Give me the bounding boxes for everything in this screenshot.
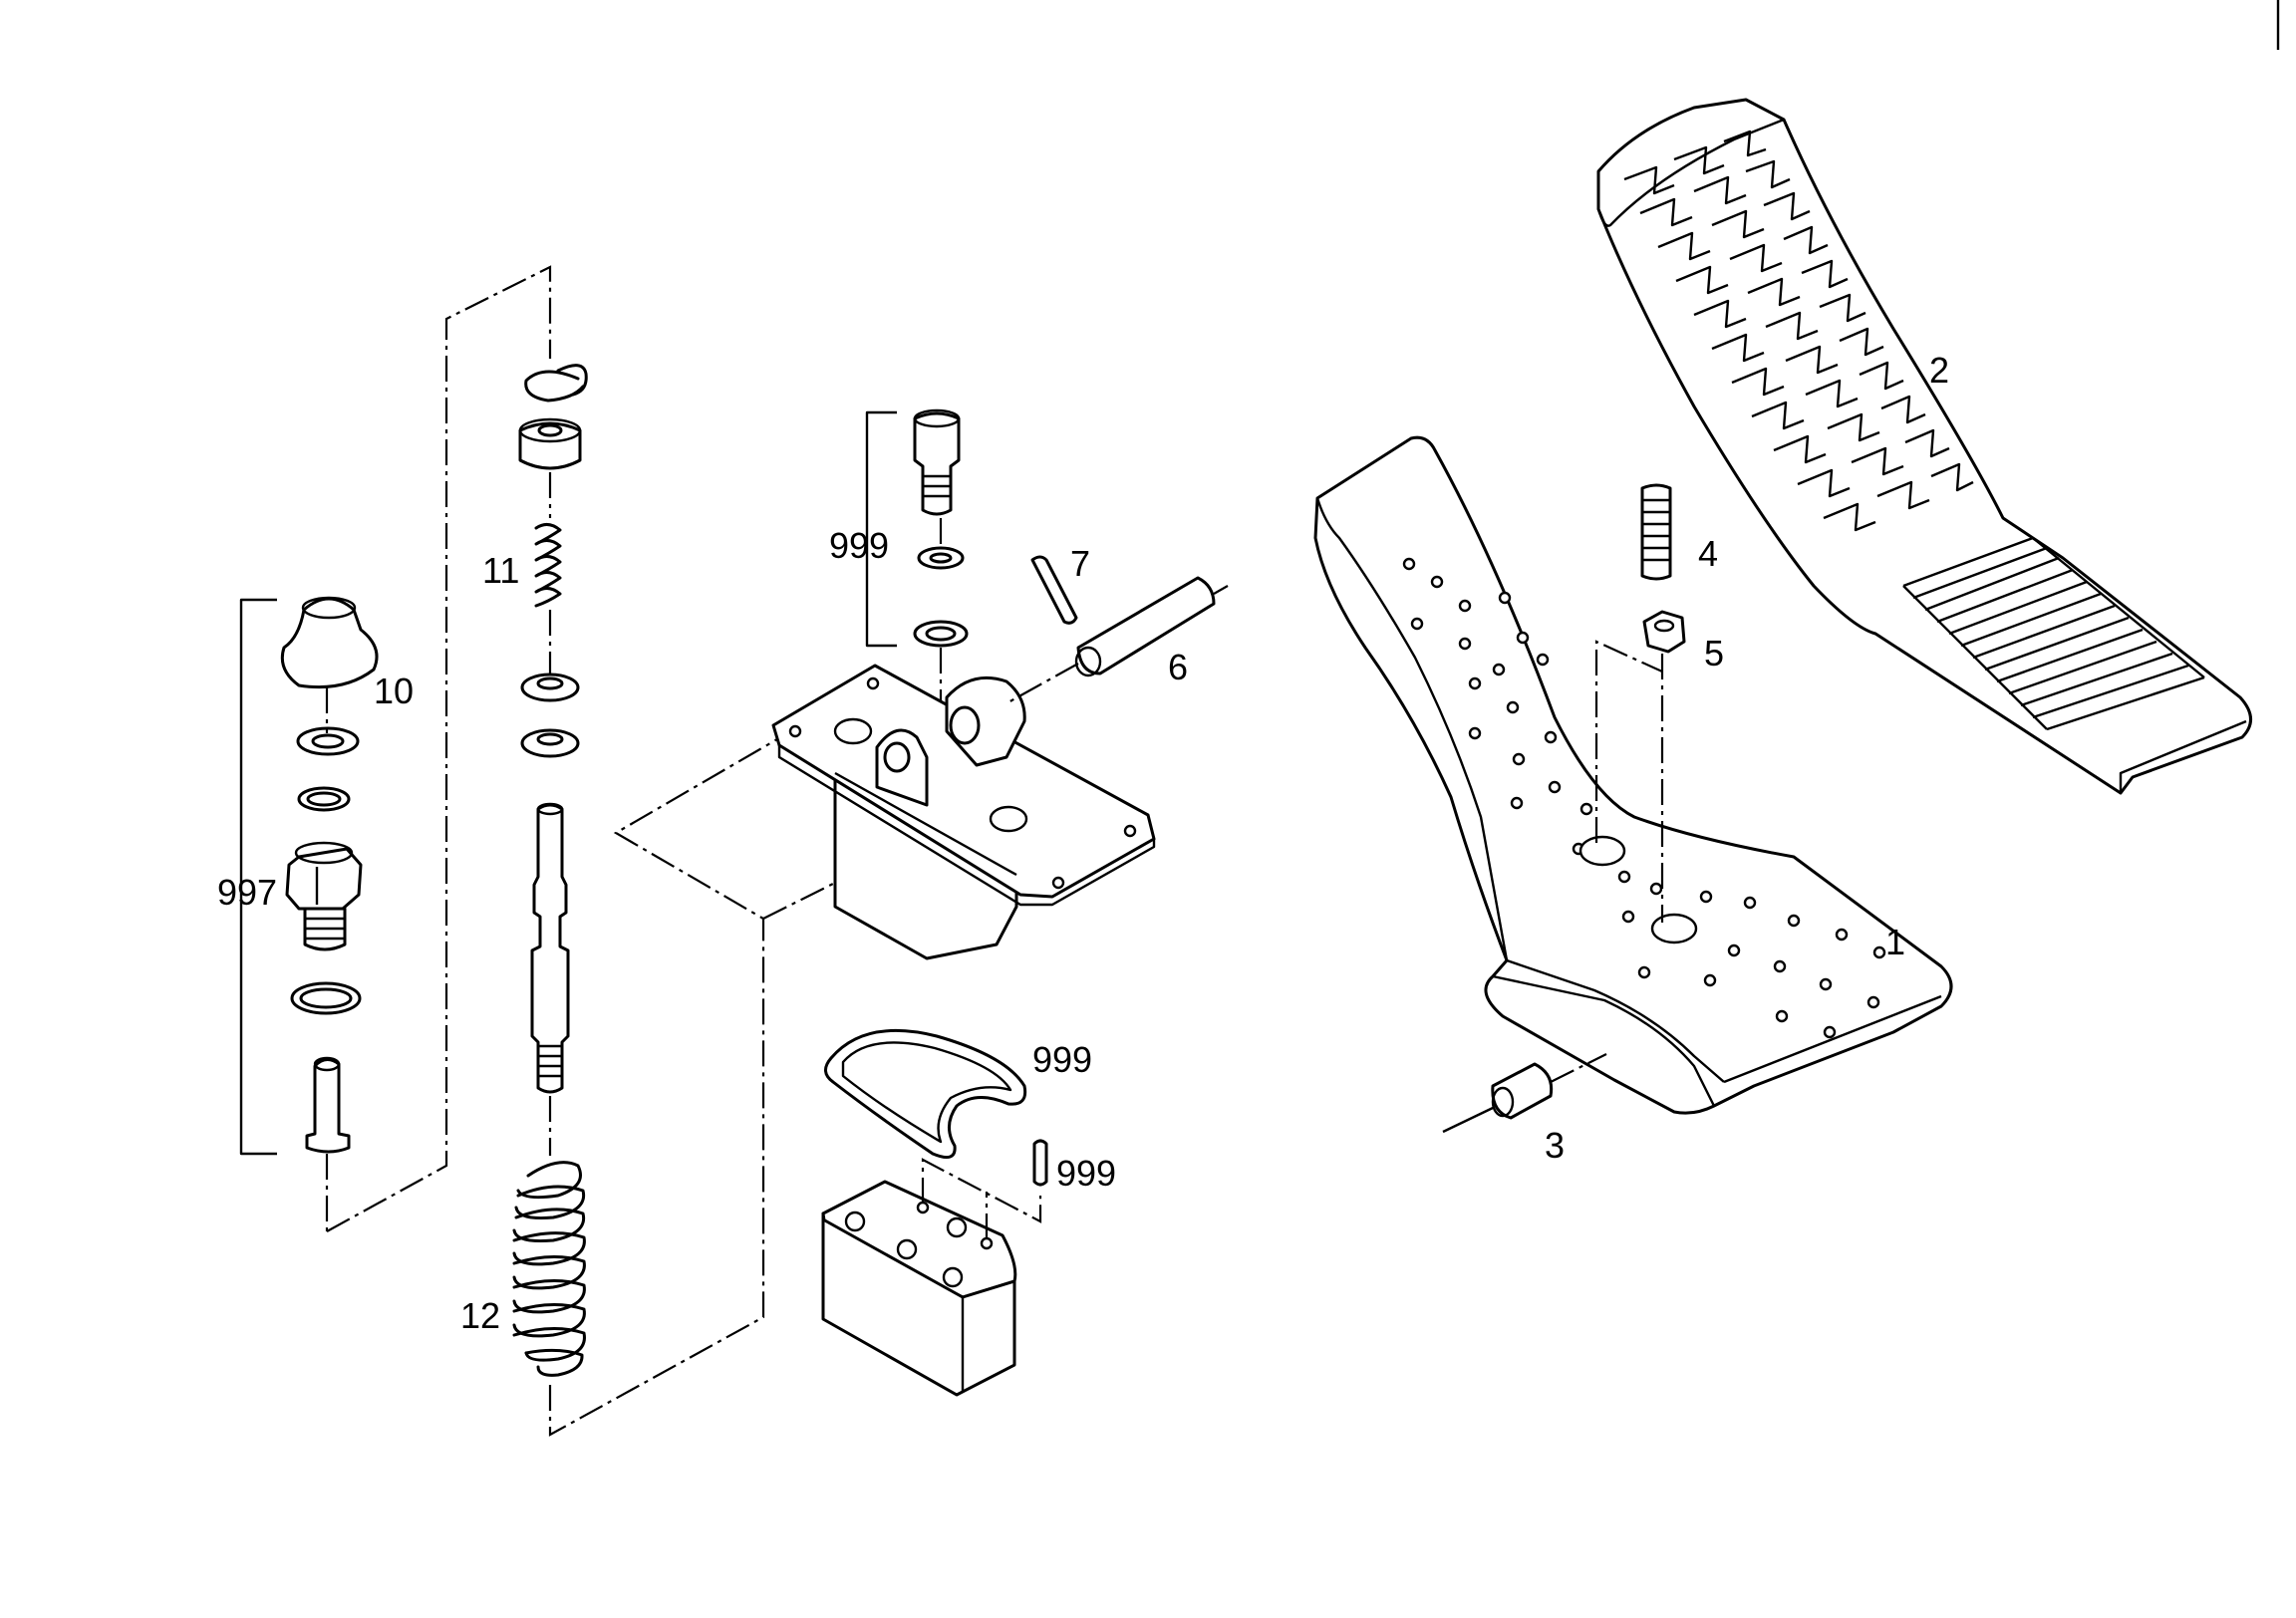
plunger-pin	[305, 1058, 351, 1154]
control-rod	[530, 803, 570, 1094]
callout-997: 997	[217, 872, 277, 913]
callout-6: 6	[1168, 647, 1188, 687]
callout-11: 11	[482, 550, 519, 591]
plate-slot-upper	[1578, 835, 1626, 867]
pivot-shaft	[1076, 576, 1216, 675]
stop-stud	[1640, 483, 1672, 581]
sleeve	[518, 421, 582, 470]
callout-999-gasket: 999	[1032, 1039, 1092, 1080]
bracket-997	[239, 598, 277, 1156]
roller	[1491, 1062, 1554, 1120]
callout-3: 3	[1545, 1125, 1565, 1166]
housing-link-line	[548, 724, 802, 1437]
pedal-plate-body	[1313, 435, 1953, 1115]
plate-holes	[1402, 557, 1886, 1039]
gasket: 999	[824, 1028, 1092, 1160]
main-spring	[512, 1161, 586, 1377]
stud-link-line	[1594, 640, 1663, 843]
assembly-link-line	[326, 265, 552, 1232]
bracket-999-bolt	[865, 410, 897, 648]
dowel-pin	[1032, 1139, 1048, 1187]
gasket-outline	[824, 1028, 1027, 1160]
callout-1: 1	[1885, 922, 1905, 962]
small-spring	[534, 523, 562, 608]
spring-rod-column: 11 12	[460, 364, 588, 1377]
cap-screw	[913, 411, 961, 516]
callout-999-pin: 999	[1056, 1153, 1116, 1194]
callout-12: 12	[460, 1295, 500, 1336]
mounting-block: 999	[821, 1139, 1116, 1397]
callout-7: 7	[1070, 543, 1090, 584]
valve-assembly-997: 10 997	[217, 596, 414, 1231]
pedal-plate: 1 3 4 5	[1313, 435, 1953, 1166]
circlip	[524, 364, 588, 403]
callout-999-bolt: 999	[829, 525, 889, 566]
pedal-housing: 999	[771, 408, 1156, 960]
pad-tread	[1623, 130, 2205, 731]
dust-cap	[280, 597, 379, 689]
callout-5: 5	[1704, 633, 1724, 674]
roll-pin	[1030, 555, 1078, 625]
callout-10: 10	[374, 671, 414, 711]
plate-slot-lower	[1650, 913, 1698, 944]
pedal-pad: 2	[1596, 98, 2252, 795]
pin-link-line	[921, 1158, 1042, 1223]
callout-2: 2	[1929, 350, 1949, 391]
callout-4: 4	[1698, 533, 1718, 574]
housing-plate	[771, 664, 1156, 899]
pivot-parts: 7 6	[1005, 543, 1229, 704]
block-body	[821, 1212, 1016, 1397]
pedal-pad-body	[1596, 98, 2252, 795]
